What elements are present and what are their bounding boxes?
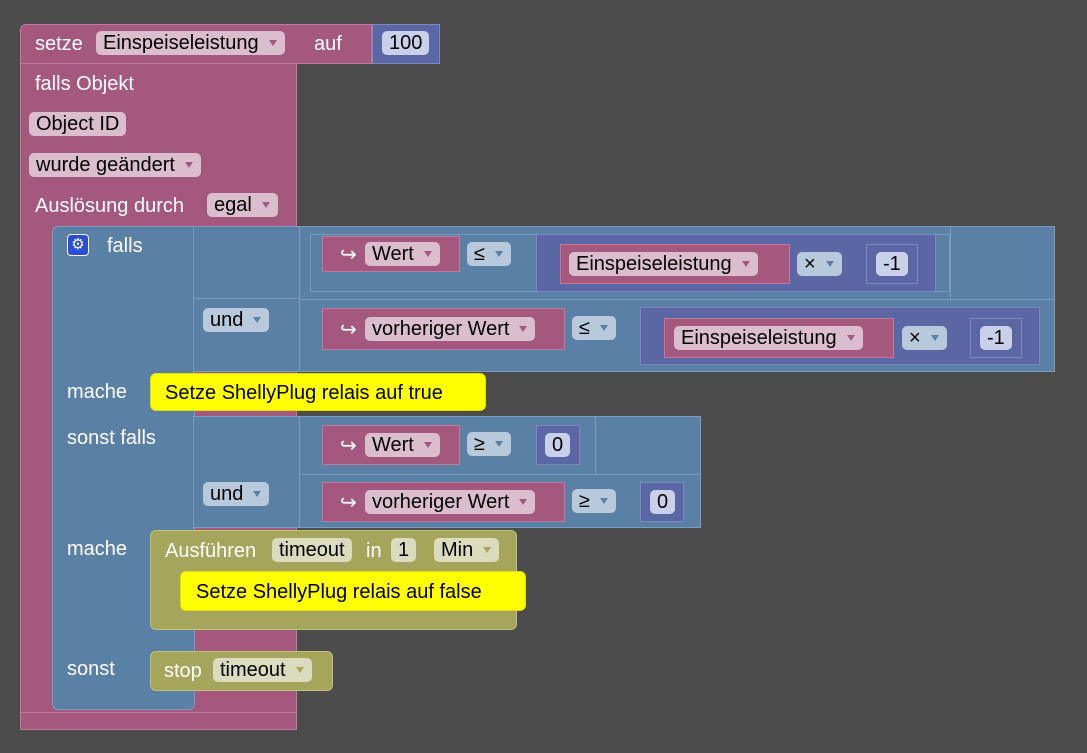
number-field-1[interactable]: -1 <box>876 252 908 276</box>
trigger-label: Auslösung durch <box>35 195 184 217</box>
timeout-in-label: in <box>366 540 382 562</box>
trigger-dropdown[interactable]: egal <box>207 193 278 217</box>
chevron-down-icon <box>253 491 262 497</box>
variable-dropdown-1[interactable]: Einspeiseleistung <box>569 252 758 276</box>
chevron-down-icon <box>268 40 277 46</box>
multiply-dropdown-2[interactable]: × <box>902 326 947 350</box>
stop-label: stop <box>164 660 202 682</box>
object-id-field[interactable]: Object ID <box>29 112 127 136</box>
arrow-icon: ↪ <box>340 435 357 457</box>
chevron-down-icon <box>483 547 492 553</box>
timeout-amount-field[interactable]: 1 <box>391 538 417 562</box>
number-field[interactable]: 100 <box>382 31 430 55</box>
chevron-down-icon <box>423 442 432 448</box>
chevron-down-icon <box>519 499 528 505</box>
and-dropdown-1[interactable]: und <box>203 308 270 332</box>
trigger-block-bottom-bar <box>20 712 297 730</box>
value-dropdown-1[interactable]: Wert <box>365 242 440 266</box>
elseif-label: sonst falls <box>67 427 156 449</box>
chevron-down-icon <box>184 162 193 168</box>
chevron-down-icon <box>494 251 503 257</box>
timeout-unit-dropdown[interactable]: Min <box>434 538 500 562</box>
if-label: falls <box>107 235 143 257</box>
timeout-name-field[interactable]: timeout <box>272 538 352 562</box>
operator-dropdown-3[interactable]: ≥ <box>467 432 511 456</box>
chevron-down-icon <box>599 498 608 504</box>
operator-dropdown-1[interactable]: ≤ <box>467 242 511 266</box>
condition-dropdown[interactable]: wurde geändert <box>29 153 201 177</box>
stop-dropdown[interactable]: timeout <box>213 658 312 682</box>
else-label: sonst <box>67 658 115 680</box>
gear-icon[interactable]: ⚙ <box>67 234 89 256</box>
chevron-down-icon <box>846 335 855 341</box>
chevron-down-icon <box>261 202 270 208</box>
action-block-false[interactable] <box>180 571 526 611</box>
variable-dropdown-2[interactable]: Einspeiseleistung <box>674 326 863 350</box>
chevron-down-icon <box>295 667 304 673</box>
variable-dropdown[interactable]: Einspeiseleistung <box>96 31 285 55</box>
action-block-true[interactable] <box>150 373 486 411</box>
chevron-down-icon <box>253 317 262 323</box>
chevron-down-icon <box>825 261 834 267</box>
number-field-4[interactable]: 0 <box>650 490 676 514</box>
operator-dropdown-4[interactable]: ≥ <box>572 489 616 513</box>
trigger-title: falls Objekt <box>35 73 134 95</box>
multiply-dropdown-1[interactable]: × <box>797 252 842 276</box>
value-dropdown-4[interactable]: vorheriger Wert <box>365 490 536 514</box>
arrow-icon: ↪ <box>340 244 357 266</box>
do-label-1: mache <box>67 381 128 403</box>
chevron-down-icon <box>519 326 528 332</box>
chevron-down-icon <box>494 441 503 447</box>
operator-dropdown-2[interactable]: ≤ <box>572 316 616 340</box>
to-label: auf <box>314 33 342 55</box>
number-block-3[interactable] <box>536 425 580 465</box>
chevron-down-icon <box>741 261 750 267</box>
chevron-down-icon <box>599 325 608 331</box>
action-text-false: Setze ShellyPlug relais auf false <box>196 581 482 603</box>
and-dropdown-2[interactable]: und <box>203 482 270 506</box>
value-dropdown-2[interactable]: vorheriger Wert <box>365 317 536 341</box>
if-block[interactable] <box>52 226 195 710</box>
number-field-3[interactable]: 0 <box>545 433 571 457</box>
arrow-icon: ↪ <box>340 492 357 514</box>
set-keyword: setze <box>35 33 83 55</box>
arrow-icon: ↪ <box>340 319 357 341</box>
timeout-label: Ausführen <box>165 540 257 562</box>
value-dropdown-3[interactable]: Wert <box>365 433 440 457</box>
chevron-down-icon <box>930 335 939 341</box>
action-text-true: Setze ShellyPlug relais auf true <box>165 382 443 404</box>
number-field-2[interactable]: -1 <box>980 326 1012 350</box>
do-label-2: mache <box>67 538 128 560</box>
chevron-down-icon <box>423 251 432 257</box>
